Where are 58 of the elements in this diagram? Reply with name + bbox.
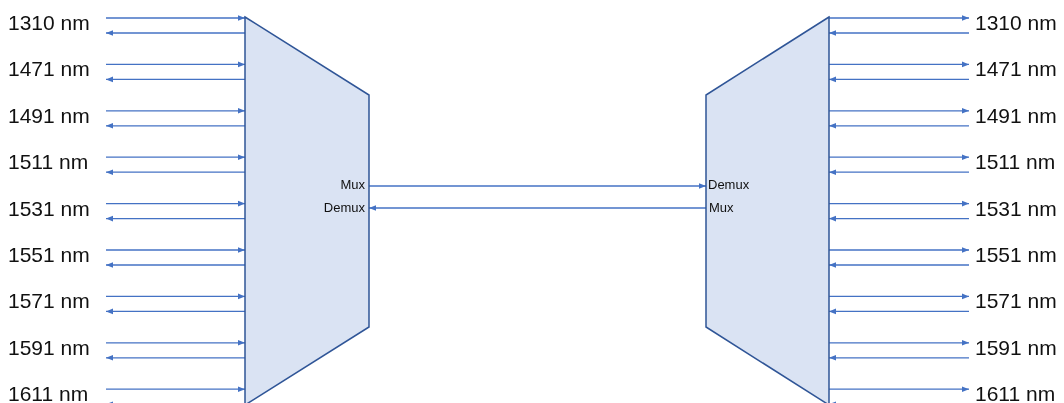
wavelength-label: 1491 nm [8,103,90,128]
arrow [105,262,246,268]
arrow [828,15,970,21]
wavelength-label: 1591 nm [975,335,1057,360]
arrow [828,247,970,253]
arrow [105,108,246,114]
demultiplexer-trapezoid [706,17,829,403]
arrow [105,215,246,222]
wavelength-label: 1511 nm [975,150,1056,175]
port-label: Mux [709,200,734,215]
arrow [105,15,246,21]
arrow [105,340,246,346]
wavelength-label: 1310 nm [8,11,90,35]
port-label: Demux [708,177,750,192]
wavelength-label: 1471 nm [8,57,90,82]
arrow [828,169,970,175]
arrow [105,293,246,300]
arrow [105,200,246,207]
arrow [828,293,970,300]
arrow [105,169,246,175]
wavelength-label: 1571 nm [8,289,90,314]
wavelength-label: 1471 nm [975,57,1057,82]
arrow [828,308,970,315]
arrow [828,262,970,268]
arrow [828,215,970,222]
arrow [828,340,970,346]
wavelength-label: 1491 nm [975,103,1057,128]
arrow [828,108,970,114]
wavelength-label: 1531 nm [975,196,1057,221]
wavelength-label: 1591 nm [8,335,90,360]
wavelength-label: 1611 nm [8,382,89,403]
arrow [828,355,970,361]
wavelength-label: 1511 nm [8,150,89,175]
wavelength-label: 1611 nm [975,382,1056,403]
arrow [105,247,246,253]
arrow [828,61,970,68]
wavelength-label: 1571 nm [975,289,1057,314]
wavelength-label: 1551 nm [8,243,90,267]
arrow [828,386,970,392]
wavelength-label: 1551 nm [975,243,1057,267]
arrow [105,355,246,361]
arrow [828,200,970,207]
arrow [105,154,246,160]
arrow [105,61,246,68]
arrow [105,123,246,129]
arrow [105,30,246,36]
arrow [828,123,970,129]
arrow [828,154,970,160]
wavelength-label: 1531 nm [8,196,90,221]
multiplexer-trapezoid [245,17,369,403]
arrow [828,30,970,36]
port-label: Mux [340,177,365,192]
port-label: Demux [323,200,365,215]
arrow [105,308,246,315]
arrow [828,76,970,83]
wavelength-label: 1310 nm [975,11,1057,35]
arrow [105,386,246,392]
arrow [105,76,246,83]
